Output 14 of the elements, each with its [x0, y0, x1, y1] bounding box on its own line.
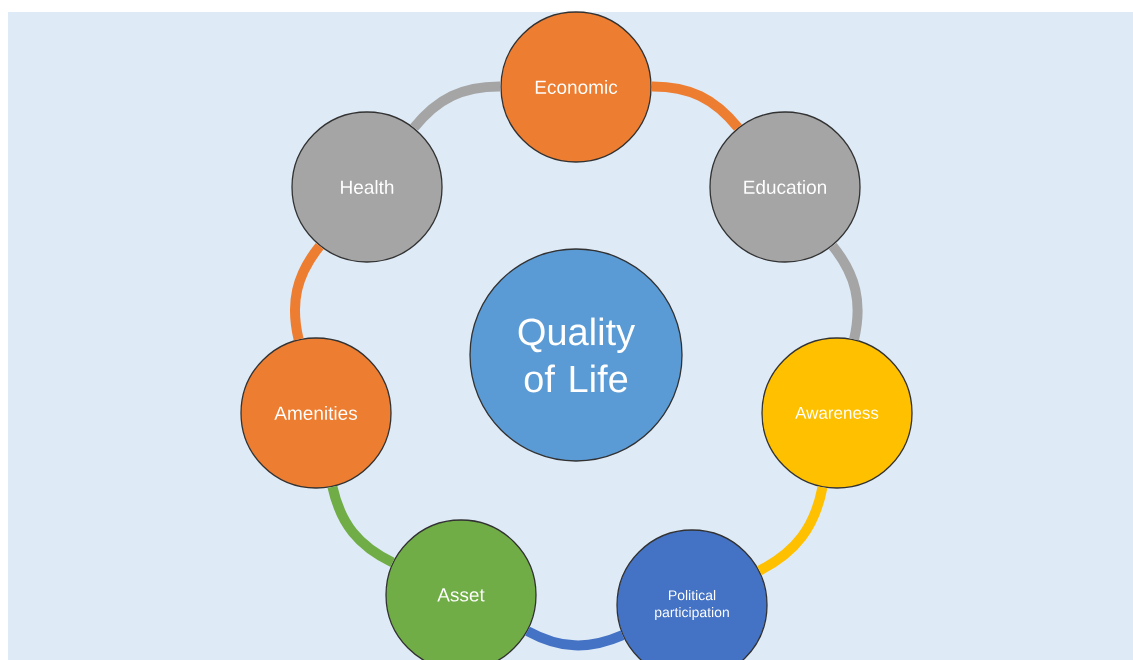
circle-node: Education — [709, 111, 861, 263]
circle-node: Awareness — [761, 337, 913, 489]
circle-node: Economic — [500, 11, 652, 163]
circle-node: Asset — [385, 519, 537, 660]
ring-connector — [757, 486, 828, 576]
ring-connector — [410, 81, 501, 131]
ring-connector — [525, 626, 625, 651]
ring-connector — [651, 81, 742, 131]
ring-connector — [828, 242, 863, 341]
ring-connector — [290, 243, 324, 341]
ring-connector — [327, 485, 395, 567]
circle-node: Amenities — [240, 337, 392, 489]
circle-node: Health — [291, 111, 443, 263]
circle-node: Political participation — [616, 529, 768, 660]
